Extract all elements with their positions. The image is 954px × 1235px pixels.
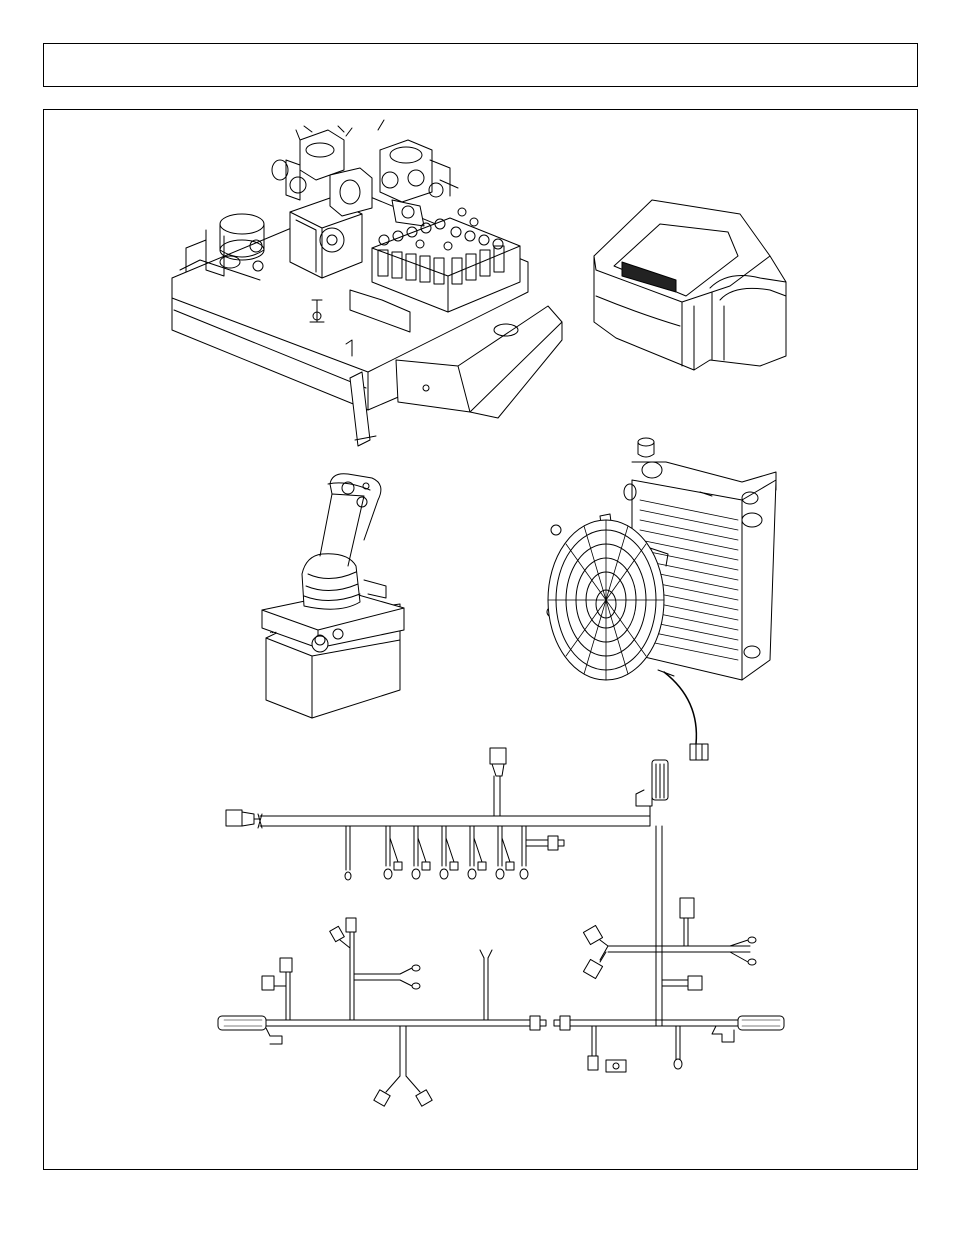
wiring-harness-upper-drawing [226,748,668,1026]
wiring-harness-lower-drawing [218,898,784,1106]
oil-cooler-fan-drawing [547,438,776,760]
svg-text:▪▪ ▪: ▪▪ ▪ [270,630,277,636]
valve-cover-drawing [594,200,786,370]
valve-assembly-drawing [172,120,562,446]
joystick-drawing: ▪▪ ▪ [262,474,404,718]
